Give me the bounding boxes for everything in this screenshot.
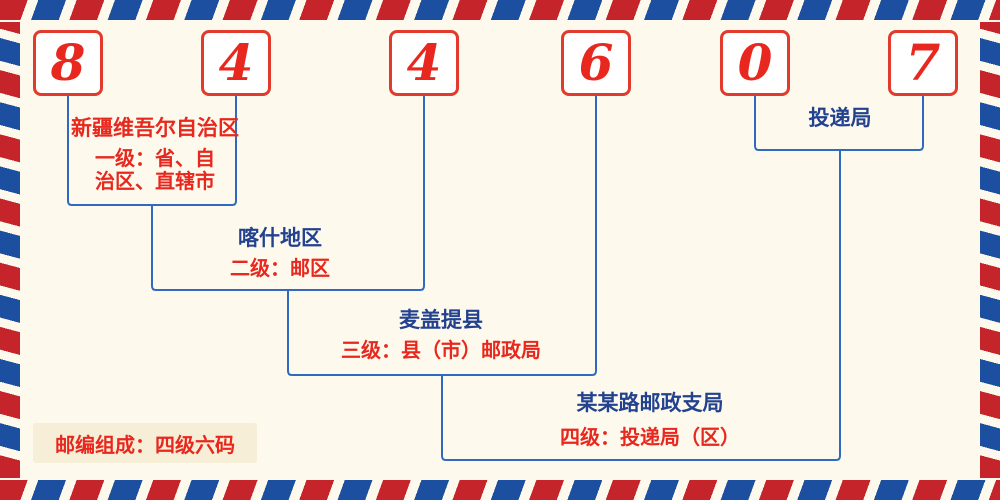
postal-digit-box-5: 0 xyxy=(720,30,790,96)
postal-digit-1: 8 xyxy=(50,33,86,92)
postal-digit-2: 4 xyxy=(218,33,254,92)
postal-digit-4: 6 xyxy=(578,33,614,92)
postal-digit-6: 7 xyxy=(905,33,941,92)
delivery-office-name: 投递局 xyxy=(808,106,872,130)
airmail-border-top xyxy=(0,0,1000,20)
postal-digit-box-3: 4 xyxy=(389,30,459,96)
level4-description: 四级：投递局（区） xyxy=(560,424,740,449)
level2-region-name: 喀什地区 xyxy=(238,226,322,250)
level4-branch-name: 某某路邮政支局 xyxy=(576,391,724,415)
label-level4-branch: 某某路邮政支局 四级：投递局（区） xyxy=(520,391,780,449)
postal-digit-box-4: 6 xyxy=(561,30,631,96)
airmail-border-right xyxy=(980,22,1000,478)
level1-description: 一级：省、自 治区、直辖市 xyxy=(95,145,215,194)
label-level2-district: 喀什地区 二级：邮区 xyxy=(180,226,380,280)
level2-description: 二级：邮区 xyxy=(230,255,330,280)
airmail-border-left xyxy=(0,22,20,478)
label-delivery-office: 投递局 xyxy=(770,106,910,131)
postal-digit-box-6: 7 xyxy=(888,30,958,96)
footer-note-text: 邮编组成：四级六码 xyxy=(55,432,235,457)
postal-digit-3: 4 xyxy=(406,33,442,92)
label-level1-province: 新疆维吾尔自治区 一级：省、自 治区、直辖市 xyxy=(55,116,255,194)
postal-digit-5: 0 xyxy=(737,33,773,92)
airmail-border-bottom xyxy=(0,480,1000,500)
level3-description: 三级：县（市）邮政局 xyxy=(341,337,541,362)
level1-region-name: 新疆维吾尔自治区 xyxy=(71,116,239,140)
postal-digit-box-2: 4 xyxy=(201,30,271,96)
footer-note: 邮编组成：四级六码 xyxy=(33,423,257,463)
level3-region-name: 麦盖提县 xyxy=(399,308,483,332)
label-level3-county: 麦盖提县 三级：县（市）邮政局 xyxy=(316,308,566,362)
postal-digit-box-1: 8 xyxy=(33,30,103,96)
